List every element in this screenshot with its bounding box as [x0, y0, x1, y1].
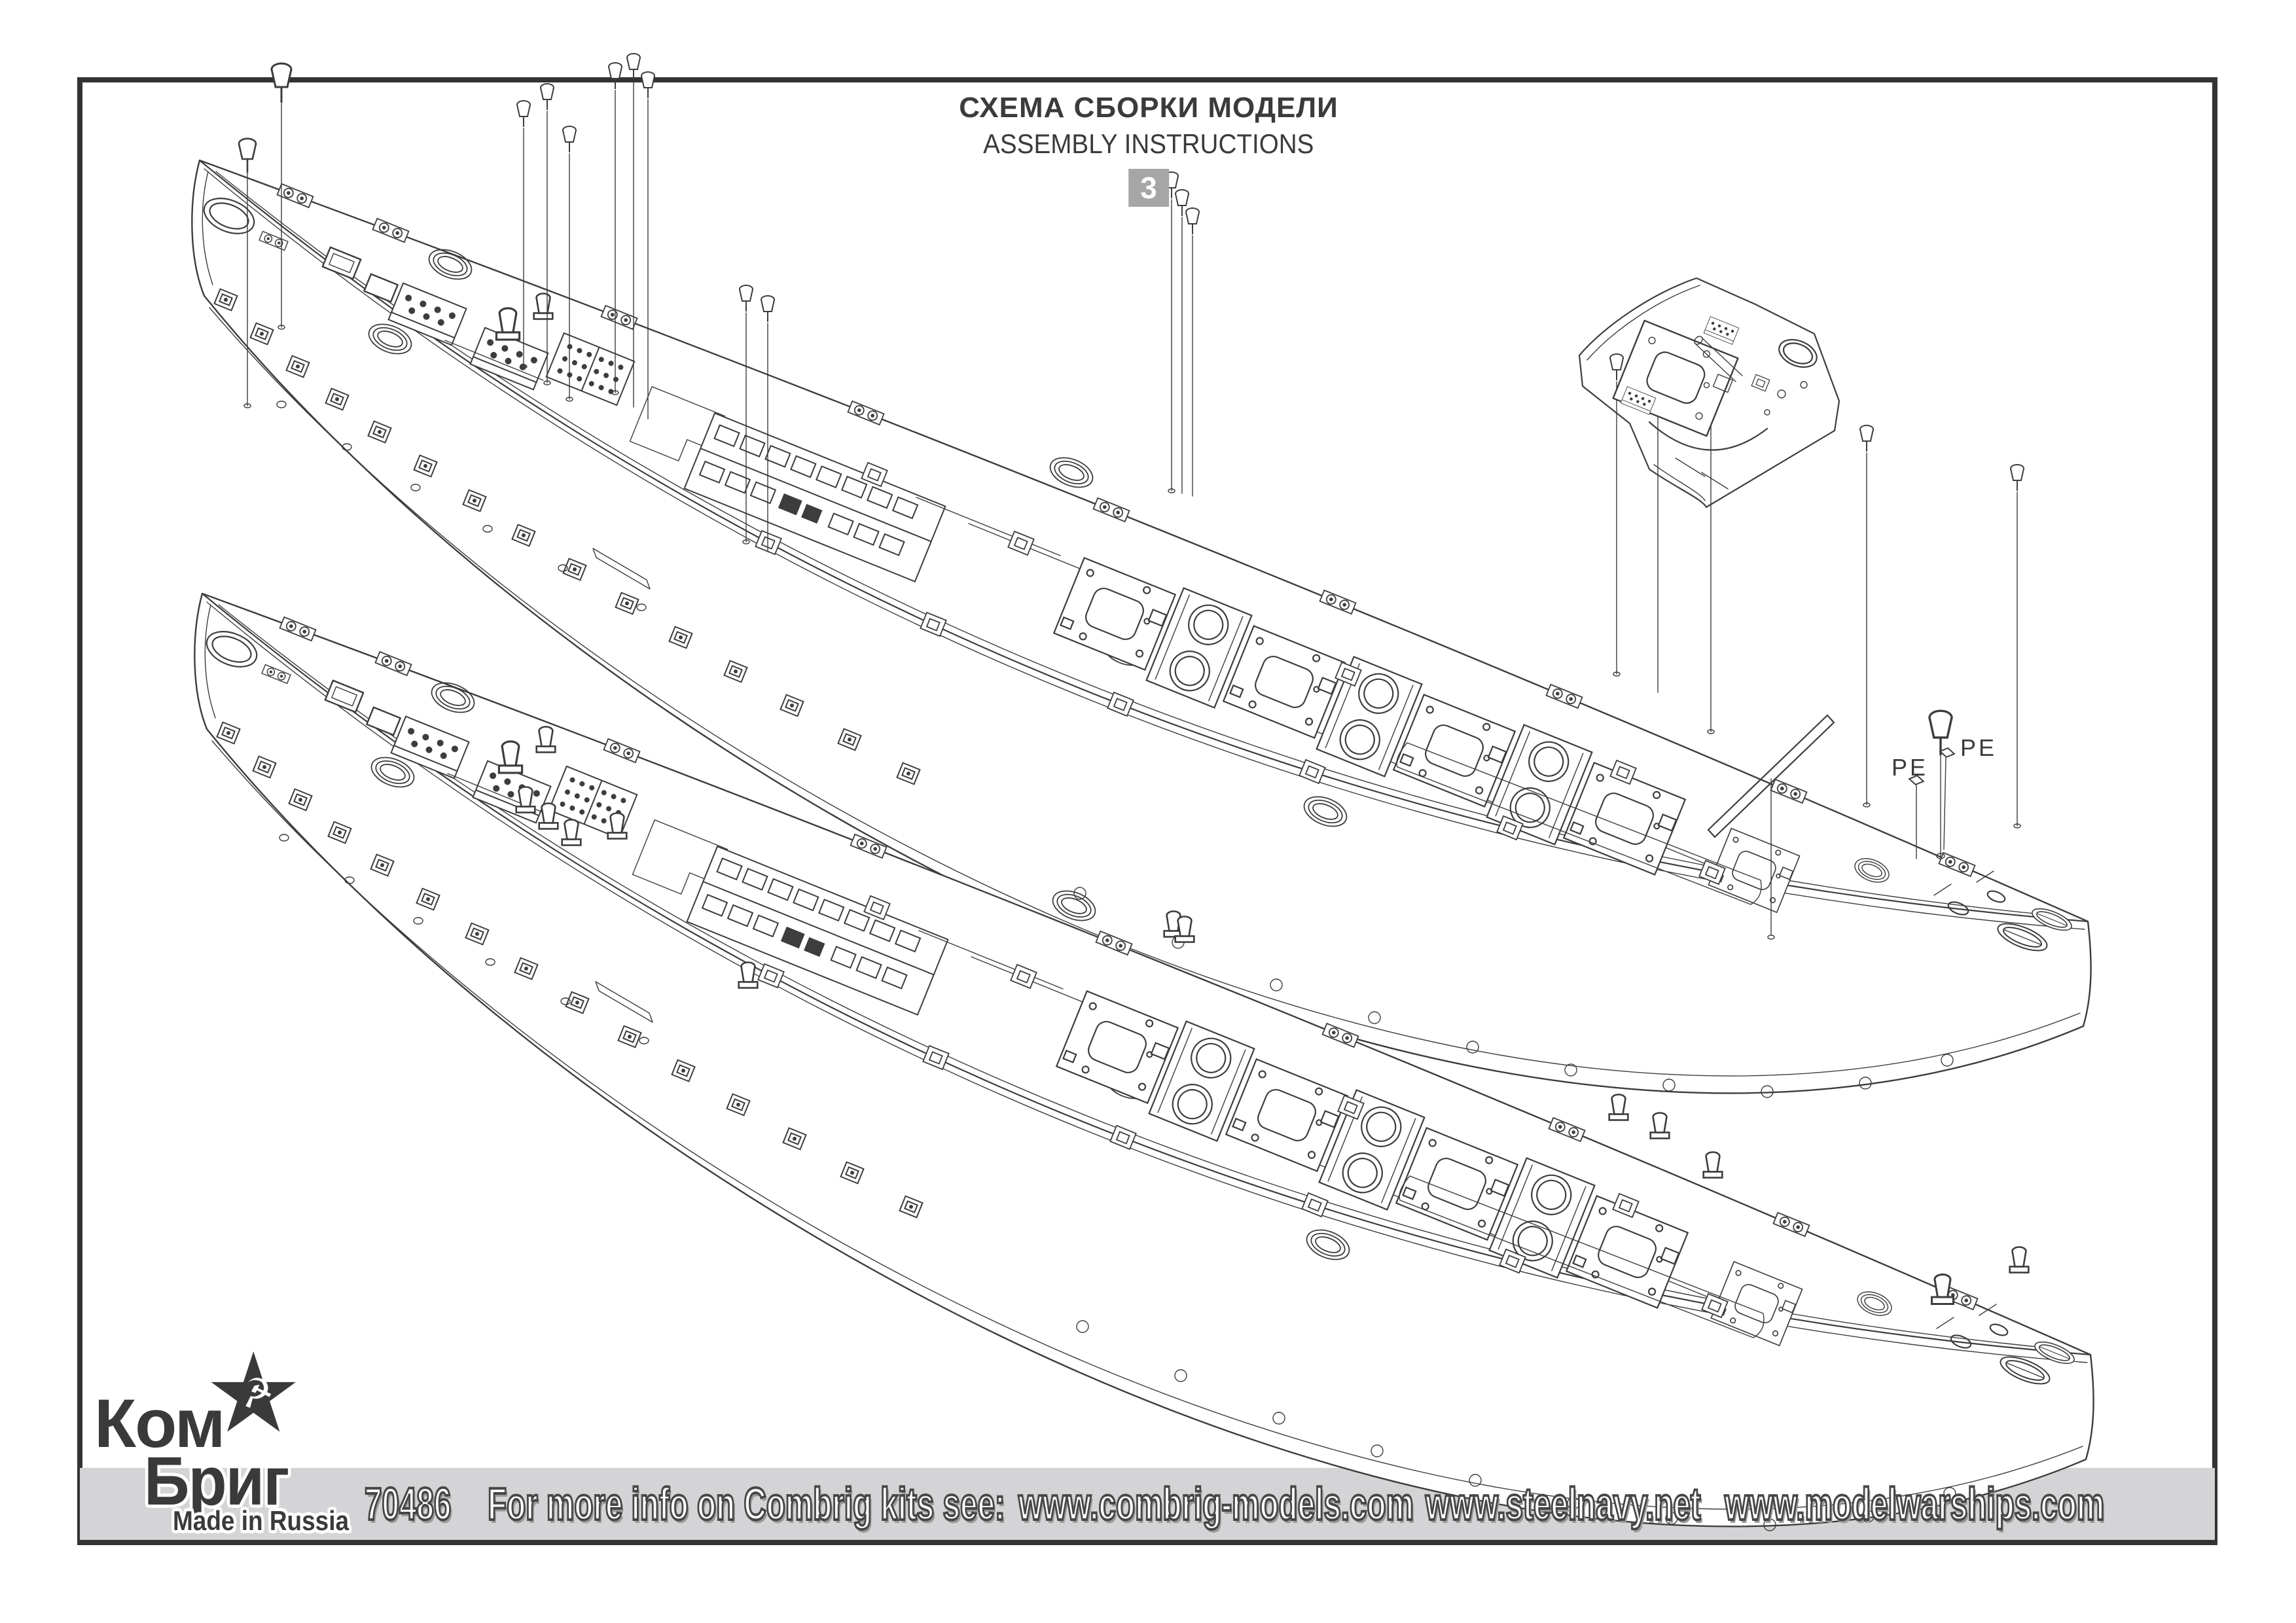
- website-combrig: www.combrig-models.com: [1018, 1477, 1415, 1531]
- kit-number: 70486: [364, 1477, 452, 1531]
- pe-parts: [1907, 746, 1956, 859]
- title-block: СХЕМА СБОРКИ МОДЕЛИ ASSEMBLY INSTRUCTION…: [959, 92, 1338, 207]
- website-modelwarships: www.modelwarships.com: [1724, 1477, 2106, 1531]
- page-title: СХЕМА СБОРКИ МОДЕЛИ: [959, 92, 1338, 124]
- detail-inset-drawing: [1578, 277, 1840, 508]
- pe-label-right: PE: [1960, 734, 1998, 761]
- combrig-logo: ★ ☭ Ком Бриг Made in Russia: [80, 1344, 387, 1546]
- step-number-badge: 3: [1128, 169, 1169, 207]
- ship-exploded-drawing: [192, 53, 2090, 1097]
- logo-text-line1: Ком: [94, 1385, 226, 1462]
- floating-parts: [238, 53, 2024, 940]
- website-steelnavy: www.steelnavy.net: [1425, 1477, 1702, 1531]
- logo-tagline: Made in Russia: [173, 1505, 350, 1536]
- logo-text-line2: Бриг: [144, 1443, 290, 1520]
- footer-info-text: For more info on Combrig kits see:: [487, 1477, 1006, 1531]
- pe-label-left: PE: [1892, 754, 1929, 781]
- page-subtitle: ASSEMBLY INSTRUCTIONS: [983, 128, 1314, 159]
- star-icon: ★: [209, 1338, 298, 1448]
- floating-plank-part: [1707, 714, 1835, 940]
